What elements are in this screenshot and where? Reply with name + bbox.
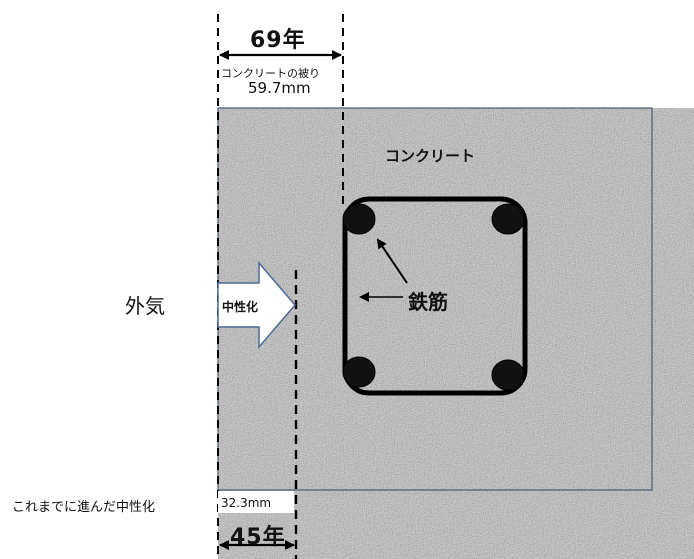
carbonation-arrow-label: 中性化 <box>222 300 259 314</box>
cover-caption-label: コンクリートの被り <box>221 67 320 80</box>
concrete-label: コンクリート <box>385 147 476 165</box>
rebar-top-right <box>491 203 525 235</box>
concrete-section <box>217 107 694 559</box>
cover-years-label: 69年 <box>250 28 306 53</box>
rebars <box>342 203 525 391</box>
progressed-depth-label: 32.3mm <box>221 496 272 510</box>
cover-depth-label: 59.7mm <box>248 79 311 97</box>
rebar-leader-arrow <box>376 238 408 284</box>
rebar-label: 鉄筋 <box>408 290 448 314</box>
stirrup <box>342 196 528 396</box>
carbonation-arrow <box>217 260 296 350</box>
rebar-bottom-right <box>491 359 525 391</box>
progressed-years-label: 45年 <box>230 525 286 550</box>
rebar-top-left <box>342 203 376 235</box>
outside-air-label: 外気 <box>125 294 165 318</box>
rebar-bottom-left <box>342 356 376 388</box>
progressed-depth-box <box>218 491 294 513</box>
progressed-caption-label: これまでに進んだ中性化 <box>12 500 156 515</box>
